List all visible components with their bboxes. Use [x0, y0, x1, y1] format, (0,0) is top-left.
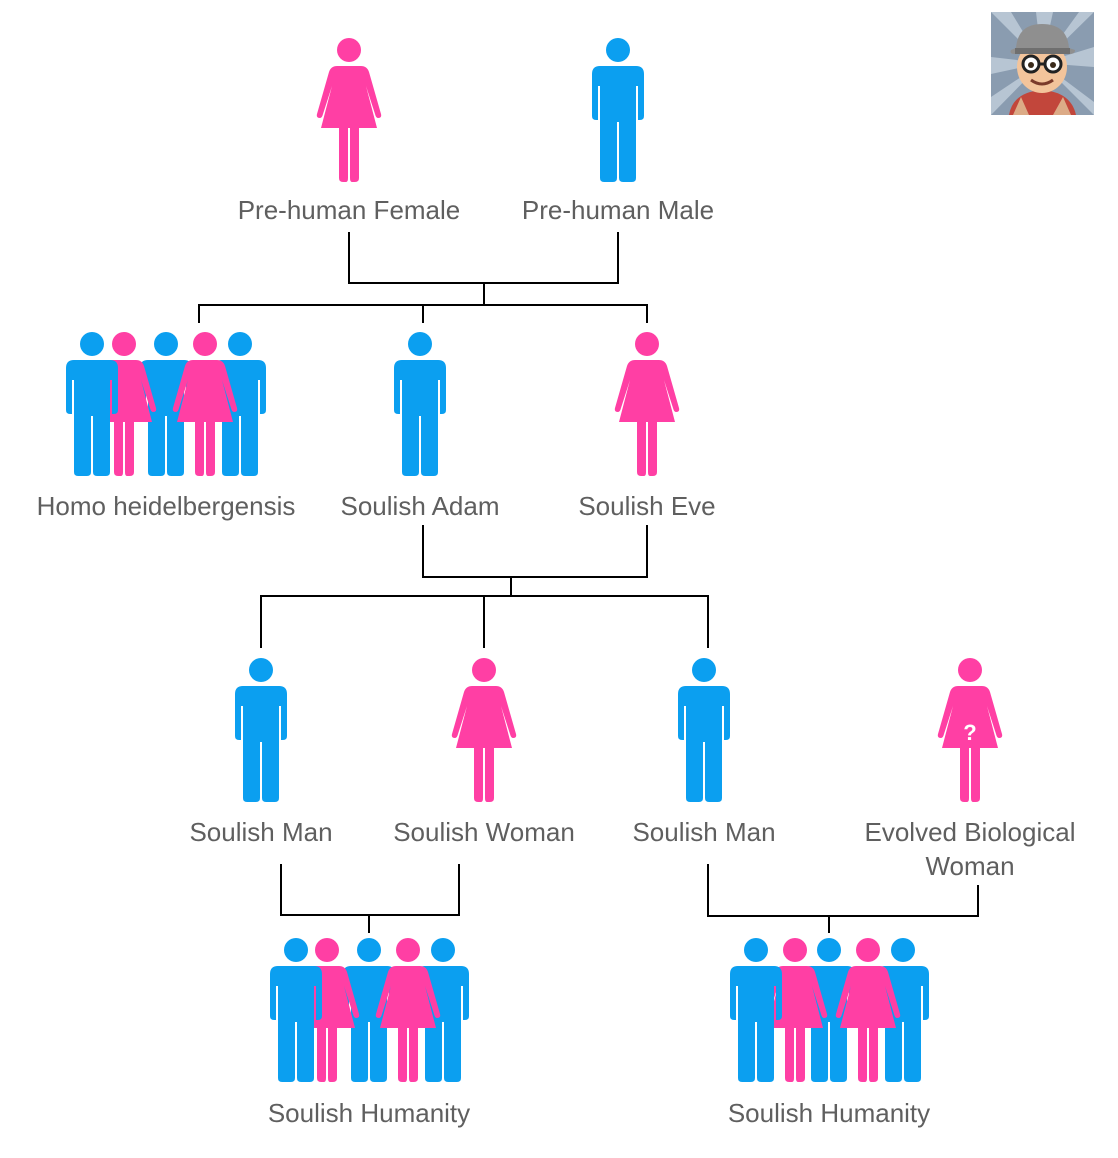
female-figure-icon: [316, 38, 382, 182]
label-soulish-humanity-1: Soulish Humanity: [267, 1098, 471, 1128]
label-soulish-eve: Soulish Eve: [578, 491, 716, 521]
connector-couple-1: [280, 864, 460, 916]
connector-adam-eve: [422, 525, 648, 578]
label-soulish-adam: Soulish Adam: [340, 491, 500, 521]
male-figure-icon: [678, 658, 730, 802]
male-figure-icon: [394, 332, 446, 476]
label-prehuman-female: Pre-human Female: [237, 195, 461, 225]
cartoon-avatar-icon: [991, 12, 1094, 115]
label-soulish-humanity-2: Soulish Humanity: [727, 1098, 931, 1128]
group-figures-icon: [730, 938, 929, 1082]
connector-lines: [198, 232, 979, 933]
label-soulish-man-1: Soulish Man: [189, 817, 333, 847]
female-figure-icon: [451, 658, 517, 802]
label-homo-heidelbergensis: Homo heidelbergensis: [36, 491, 296, 521]
connector-couple-2: [707, 864, 979, 917]
female-figure-question-icon: ?: [937, 658, 1003, 802]
male-figure-icon: [235, 658, 287, 802]
connector-prehuman-parents: [348, 232, 619, 284]
label-soulish-woman: Soulish Woman: [393, 817, 575, 847]
label-evolved-woman-line2: Woman: [925, 851, 1015, 881]
connector-adam-eve-children: [260, 595, 709, 648]
male-figure-icon: [592, 38, 644, 182]
label-evolved-woman-line1: Evolved Biological: [864, 817, 1076, 847]
question-mark: ?: [963, 720, 976, 745]
female-figure-icon: [614, 332, 680, 476]
group-figures-icon: [66, 332, 266, 476]
label-soulish-man-2: Soulish Man: [632, 817, 776, 847]
connector-prehuman-children: [198, 304, 648, 323]
label-prehuman-male: Pre-human Male: [521, 195, 715, 225]
group-figures-icon: [270, 938, 469, 1082]
